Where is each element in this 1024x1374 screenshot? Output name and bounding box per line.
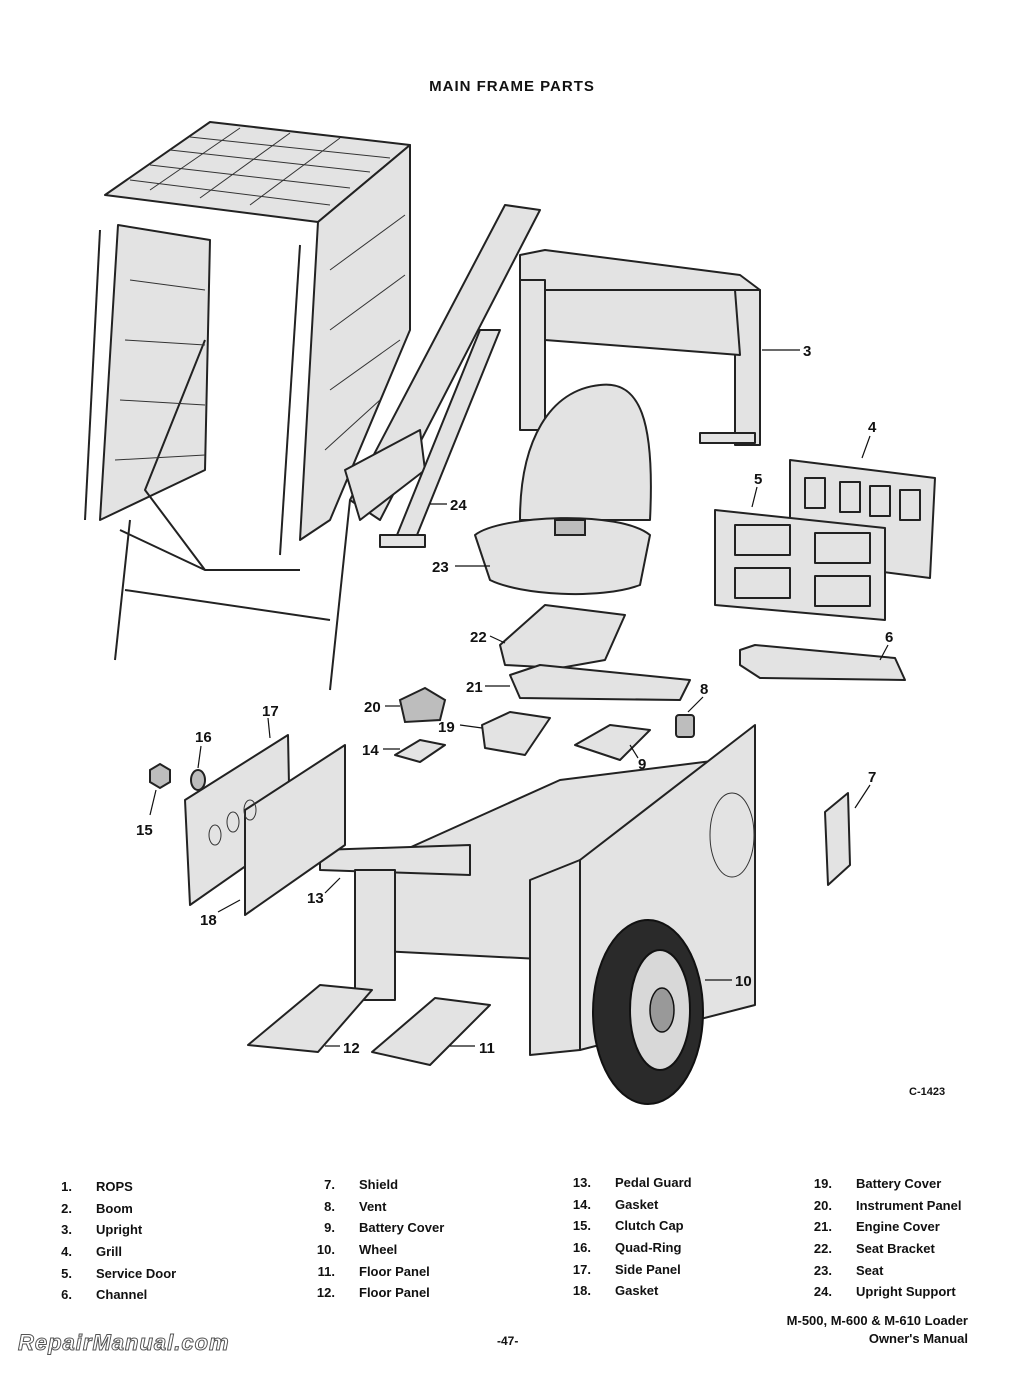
battery-cover-2-drawing [574, 724, 651, 761]
legend-row: 4.Grill [61, 1244, 123, 1260]
callout: 8 [700, 681, 708, 698]
floor-panel-11-drawing [371, 997, 491, 1066]
quad-ring-drawing [190, 769, 206, 791]
callout: 24 [450, 497, 467, 514]
legend-row: 23.Seat [813, 1262, 884, 1278]
legend-row: 12.Floor Panel [316, 1285, 430, 1301]
model-line: M-500, M-600 & M-610 Loader [786, 1313, 968, 1328]
callout: 13 [307, 890, 324, 907]
legend-row: 8.Vent [324, 1198, 387, 1214]
legend-row: 22.Seat Bracket [813, 1241, 935, 1257]
callout: 15 [136, 822, 153, 839]
legend-row: 6.Channel [61, 1287, 148, 1303]
exploded-parts-diagram: 3 4 5 6 7 8 9 10 11 12 13 14 15 16 17 18… [84, 121, 936, 1105]
callout: 12 [343, 1040, 360, 1057]
legend-row: 21.Engine Cover [813, 1219, 940, 1235]
instrument-panel-drawing [398, 686, 447, 724]
legend-row: 18.Gasket [572, 1283, 659, 1299]
parts-legend-col-3: 13.Pedal Guard 14.Gasket 15.Clutch Cap 1… [553, 1172, 692, 1302]
legend-row: 3.Upright [61, 1222, 143, 1238]
legend-row: 16.Quad-Ring [572, 1240, 682, 1256]
callout: 21 [466, 679, 483, 696]
leader-lines [149, 349, 889, 1047]
callout: 20 [364, 699, 381, 716]
legend-row: 17.Side Panel [572, 1261, 681, 1277]
upright-drawing [519, 249, 761, 446]
callout: 23 [432, 559, 449, 576]
legend-row: 24.Upright Support [813, 1284, 956, 1300]
parts-legend-col-1: 1.ROPS 2.Boom 3.Upright 4.Grill 5.Servic… [34, 1176, 176, 1306]
callout-labels: 3 4 5 6 7 8 9 10 11 12 13 14 15 16 17 18… [136, 343, 893, 1057]
legend-row: 19.Battery Cover [813, 1176, 942, 1191]
legend-row: 10.Wheel [316, 1242, 398, 1258]
callout: 9 [638, 756, 646, 773]
battery-cover-drawing [481, 711, 551, 756]
callout: 16 [195, 729, 212, 746]
boom-drawing [344, 204, 541, 548]
legend-row: 1.ROPS [61, 1179, 133, 1194]
side-panel-holes [208, 799, 257, 846]
engine-cover-drawing [509, 664, 691, 701]
watermark-logo: RepairManual.com [18, 1330, 230, 1356]
seat-drawing [474, 383, 652, 596]
gasket-small-drawing [394, 739, 446, 763]
callout: 22 [470, 629, 487, 646]
callout: 7 [868, 769, 876, 786]
side-gasket-drawing [244, 744, 346, 916]
vent-drawing [675, 714, 695, 738]
manual-title: M-500, M-600 & M-610 Loader Owner's Manu… [787, 1312, 968, 1348]
legend-row: 14.Gasket [572, 1196, 659, 1212]
floor-panel-12-drawing [247, 984, 373, 1053]
callout: 4 [868, 419, 877, 436]
channel-drawing [739, 644, 906, 681]
rops-cage-drawing [84, 121, 411, 691]
clutch-cap-drawing [149, 762, 171, 790]
legend-row: 5.Service Door [61, 1265, 177, 1281]
callout: 10 [735, 973, 752, 990]
legend-row: 2.Boom [61, 1200, 133, 1216]
legend-row: 9.Battery Cover [324, 1220, 445, 1236]
legend-row: 13.Pedal Guard [572, 1175, 692, 1190]
page-title: MAIN FRAME PARTS [429, 78, 595, 95]
callout: 5 [754, 471, 762, 488]
callout: 17 [262, 703, 279, 720]
parts-legend-col-4: 19.Battery Cover 20.Instrument Panel 21.… [794, 1173, 962, 1303]
seat-bracket-drawing [499, 604, 626, 669]
callout: 6 [885, 629, 893, 646]
legend-row: 11.Floor Panel [317, 1263, 430, 1279]
figure-code: C-1423 [909, 1086, 946, 1098]
legend-row: 20.Instrument Panel [813, 1197, 962, 1213]
wheel-drawing [592, 919, 704, 1105]
callout: 19 [438, 719, 455, 736]
service-door-drawing [714, 509, 886, 621]
shield-drawing [824, 792, 851, 886]
page-number: -47- [497, 1334, 519, 1348]
manual-line: Owner's Manual [868, 1331, 968, 1346]
legend-row: 7.Shield [324, 1177, 399, 1192]
legend-row: 15.Clutch Cap [572, 1218, 684, 1234]
callout: 3 [803, 343, 811, 360]
parts-legend-col-2: 7.Shield 8.Vent 9.Battery Cover 10.Wheel… [297, 1174, 444, 1304]
callout: 11 [479, 1040, 495, 1057]
callout: 14 [362, 742, 379, 759]
callout: 18 [200, 912, 217, 929]
